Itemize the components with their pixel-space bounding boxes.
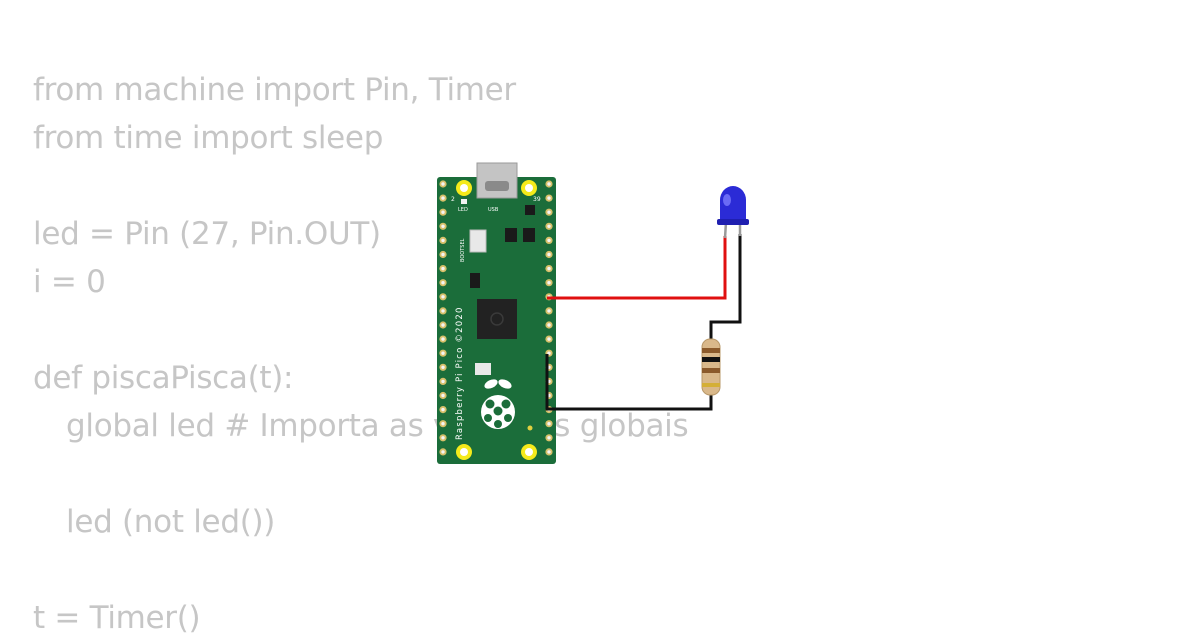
pin-hole — [441, 224, 445, 228]
pin-hole — [547, 436, 551, 440]
pin-hole — [441, 196, 445, 200]
pin-hole — [547, 266, 551, 271]
pin-hole — [547, 281, 551, 285]
pin-hole — [547, 422, 551, 426]
pin-hole — [547, 450, 551, 454]
board-pin-headers — [439, 180, 553, 456]
pin-hole — [441, 323, 445, 327]
pin-hole — [441, 450, 445, 454]
resistor-band — [702, 368, 720, 373]
pin-hole — [441, 351, 445, 355]
pin-hole — [441, 422, 445, 426]
rp2040-chip — [477, 299, 517, 339]
pin-hole — [441, 379, 445, 384]
blue-led[interactable] — [717, 186, 749, 239]
board-chip — [523, 228, 535, 242]
mounting-holes — [456, 180, 537, 460]
led-base — [717, 219, 749, 225]
pin-hole — [441, 337, 445, 341]
signal-wire-gp27[interactable] — [547, 236, 727, 300]
code-line: from time import sleep — [33, 120, 384, 156]
code-line: from machine import Pin, Timer — [33, 72, 516, 108]
led-cathode-wire[interactable] — [709, 234, 742, 340]
pin-hole — [547, 238, 551, 243]
onboard-led — [461, 199, 467, 204]
pin-hole — [441, 281, 445, 285]
pin-hole — [441, 407, 445, 412]
resistor-band — [702, 348, 720, 353]
resistor-band — [702, 357, 720, 362]
pin-hole — [441, 238, 445, 243]
board-name-label: Raspberry Pi Pico ©2020 — [455, 306, 465, 440]
pin-39-label: 39 — [533, 196, 541, 203]
ground-wire[interactable] — [545, 354, 713, 411]
bootsel-label: BOOTSEL — [460, 238, 466, 262]
pin-hole — [441, 393, 445, 398]
pin-hole — [441, 309, 445, 313]
raspberry-pi-pico-board[interactable]: 2 39 LED USB BOOTSEL Raspberry Pi Pico ©… — [437, 162, 556, 464]
pin-hole — [441, 252, 445, 257]
resistor-band — [702, 383, 720, 387]
board-component — [475, 363, 491, 375]
led-label: LED — [458, 207, 468, 213]
pin-hole — [441, 295, 445, 299]
pin-hole — [441, 436, 445, 440]
board-testpoint — [527, 425, 533, 431]
pin-2-label: 2 — [451, 196, 455, 203]
resistor[interactable] — [701, 338, 721, 396]
code-line: i = 0 — [33, 264, 106, 300]
code-line: led (not led()) — [66, 504, 276, 540]
led-highlight — [723, 194, 731, 206]
code-line: led = Pin (27, Pin.OUT) — [33, 216, 381, 252]
usb-connector — [476, 162, 518, 199]
pin-hole — [441, 365, 445, 369]
raspberry-pi-logo-icon — [481, 379, 515, 429]
usb-label: USB — [488, 207, 499, 213]
raspberry-logo-icon — [490, 312, 504, 326]
pin-hole — [547, 196, 551, 200]
pin-hole — [547, 210, 551, 214]
board-chip — [505, 228, 517, 242]
pin-hole — [547, 323, 551, 327]
pin-hole — [547, 182, 551, 186]
pin-hole — [441, 182, 445, 186]
bootsel-button[interactable] — [469, 229, 487, 253]
pin-hole — [441, 210, 445, 214]
board-chip — [525, 205, 535, 215]
code-editor: from machine import Pin, Timer from time… — [33, 66, 689, 642]
pin-hole — [547, 224, 551, 228]
board-chip — [470, 273, 480, 288]
led-body — [720, 186, 746, 222]
code-line: def piscaPisca(t): — [33, 360, 294, 396]
pin-hole — [547, 309, 551, 313]
pin-hole — [547, 337, 551, 341]
pin-hole — [441, 266, 445, 271]
pin-hole — [547, 252, 551, 257]
